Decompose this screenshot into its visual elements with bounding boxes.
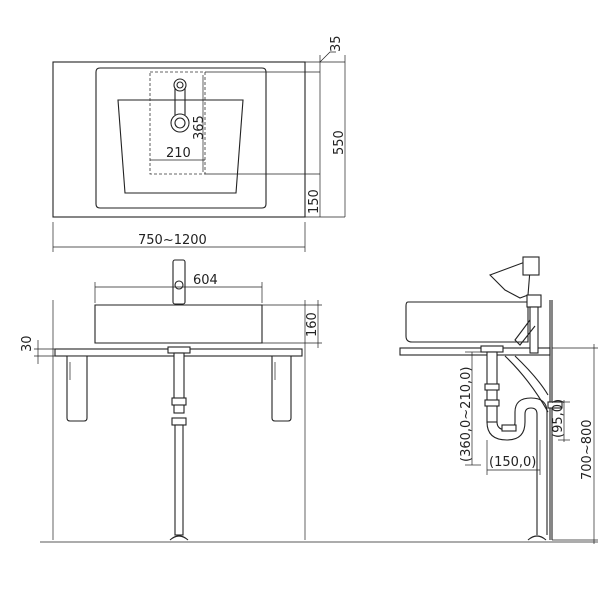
front-drain-lower	[174, 424, 184, 536]
dim-drain-offset-range: (360,0~210,0)	[459, 367, 474, 462]
side-bracket-curve	[504, 355, 549, 413]
dim-depth: 550	[332, 130, 347, 155]
front-drain-upper	[173, 352, 185, 414]
dim-bowl-inner: 210	[166, 146, 191, 161]
dim-trap-offset: (95,0)	[551, 399, 566, 438]
side-countertop	[399, 347, 551, 356]
front-faucet-handle	[174, 280, 184, 290]
faucet-hole	[176, 81, 184, 89]
plan-view: 35 365 550 150 210 750~1200	[52, 35, 347, 252]
side-floor-flange	[527, 535, 547, 541]
front-bracket-left	[66, 355, 88, 422]
basin-bowl	[117, 99, 244, 194]
side-view: (360,0~210,0) (150,0) (95,0) 700~800	[399, 256, 598, 544]
side-ptrap	[486, 407, 538, 535]
side-wall-nut	[547, 401, 563, 409]
faucet-base	[173, 78, 187, 92]
dim-top-offset: 35	[329, 35, 344, 52]
front-drain-flange	[167, 346, 191, 354]
front-bowl	[94, 304, 263, 344]
front-drain-nut2	[171, 417, 187, 426]
dim-bowl-height: 160	[305, 312, 320, 337]
dim-install-height: 700~800	[580, 419, 595, 480]
side-ptrap-nut	[501, 424, 517, 432]
dim-trap-width: (150,0)	[489, 455, 536, 470]
dim-bottom-offset: 150	[307, 189, 322, 214]
side-drain-nut2	[484, 399, 500, 407]
front-view: 604 160 30	[20, 259, 322, 541]
side-bracket-curve2	[514, 355, 549, 396]
side-faucet-base	[526, 294, 542, 308]
drain-inner	[174, 117, 186, 129]
dim-faucet-spacing: 365	[192, 115, 207, 140]
front-bracket-right	[271, 355, 292, 422]
side-faucet-lever	[522, 256, 540, 276]
dim-width-range: 750~1200	[138, 233, 207, 248]
side-supply-hose	[514, 319, 536, 346]
side-drain-flange	[480, 345, 504, 353]
front-faucet	[172, 259, 186, 305]
faucet-zone	[149, 71, 206, 175]
side-bowl	[405, 301, 529, 343]
drain-outer	[170, 113, 190, 133]
front-drain-nut	[171, 397, 187, 406]
countertop-outline	[52, 61, 306, 218]
dim-counter-thickness: 30	[20, 335, 35, 352]
faucet-spout	[174, 88, 186, 115]
side-drain-nut	[484, 383, 500, 391]
front-floor-flange	[169, 535, 189, 541]
basin-rim	[95, 67, 267, 209]
dim-bowl-width: 604	[193, 273, 218, 288]
side-faucet-pipe	[529, 306, 539, 354]
